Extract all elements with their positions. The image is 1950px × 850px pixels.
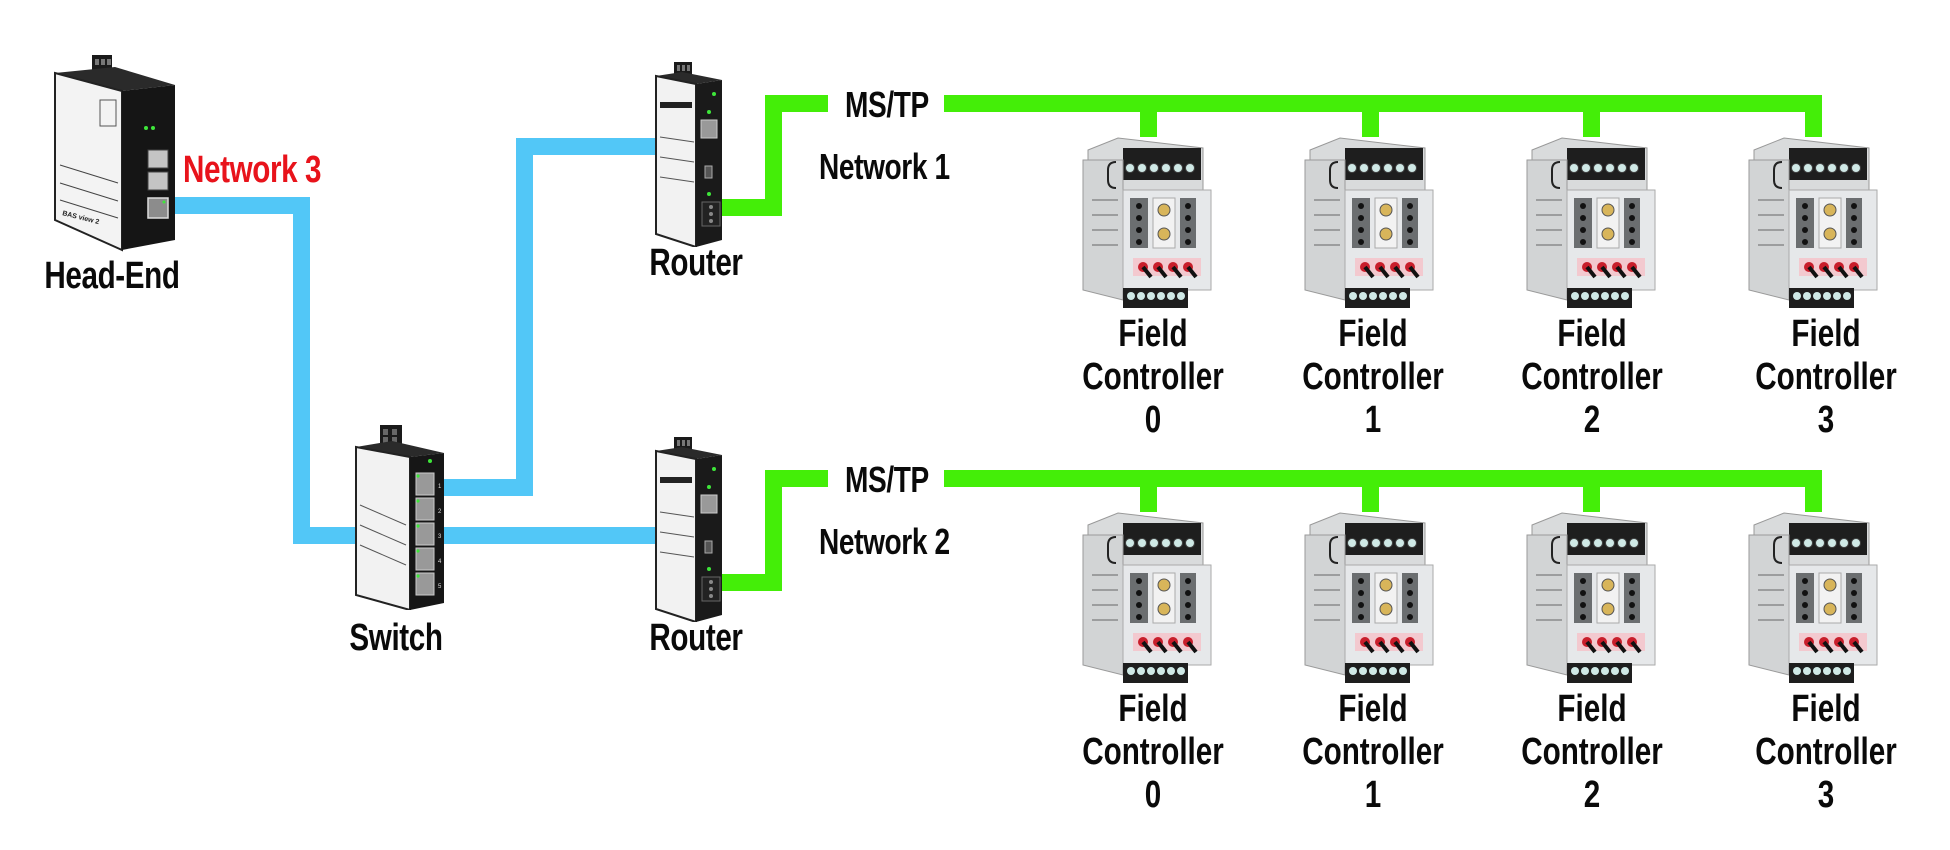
network-3-label: Network 3 xyxy=(183,149,322,191)
switch-label: Switch xyxy=(349,617,443,659)
wire-drop-fc1-1 xyxy=(1362,95,1379,137)
fc-label-line2: Controller xyxy=(1082,356,1224,398)
wire-to-switch-lower xyxy=(293,527,363,544)
field-controller-2-1-label: Field Controller 1 xyxy=(1295,688,1451,817)
wire-mstp1-left xyxy=(765,95,828,112)
field-controller-2-2-device[interactable] xyxy=(1522,505,1657,685)
field-controller-1-3-device[interactable] xyxy=(1744,130,1879,310)
head-end-label: Head-End xyxy=(44,255,180,297)
wire-drop-fc1-3 xyxy=(1805,95,1822,137)
fc-label-line1: Field xyxy=(1791,688,1861,730)
fc-label-line1: Field xyxy=(1118,313,1188,355)
head-end-device[interactable]: BAS view 2 xyxy=(50,55,180,255)
wire-switch-to-router2 xyxy=(440,527,660,544)
svg-text:2: 2 xyxy=(438,509,442,515)
fc-label-number: 1 xyxy=(1364,399,1382,441)
fc-label-line2: Controller xyxy=(1302,731,1444,773)
field-controller-1-2-device[interactable] xyxy=(1522,130,1657,310)
network-2-label: Network 2 xyxy=(819,521,950,562)
network-1-label: Network 1 xyxy=(819,146,950,187)
fc-label-number: 2 xyxy=(1583,774,1601,816)
fc-label-line1: Field xyxy=(1338,313,1408,355)
field-controller-2-1-device[interactable] xyxy=(1300,505,1435,685)
field-controller-2-3-device[interactable] xyxy=(1744,505,1879,685)
fc-label-line1: Field xyxy=(1791,313,1861,355)
fc-label-number: 3 xyxy=(1817,774,1835,816)
router-2-device[interactable] xyxy=(652,437,727,624)
wire-mstp2-bus xyxy=(944,470,1822,487)
wire-mstp2-left xyxy=(765,470,828,487)
fc-label-line1: Field xyxy=(1557,688,1627,730)
wire-mstp1-bus xyxy=(944,95,1822,112)
field-controller-1-2-label: Field Controller 2 xyxy=(1514,313,1670,442)
fc-label-number: 0 xyxy=(1144,399,1162,441)
svg-text:5: 5 xyxy=(438,584,442,590)
wire-drop-fc2-3 xyxy=(1805,470,1822,512)
field-controller-2-2-label: Field Controller 2 xyxy=(1514,688,1670,817)
wire-drop-fc1-2 xyxy=(1583,95,1600,137)
fc-label-line1: Field xyxy=(1338,688,1408,730)
wire-router2-vertical xyxy=(765,470,782,591)
svg-text:3: 3 xyxy=(438,534,442,540)
wire-headend-horizontal xyxy=(172,197,310,214)
switch-device-icon: 1 2 3 4 5 xyxy=(355,425,444,612)
head-end-device-icon: BAS view 2 xyxy=(54,55,175,252)
field-controller-1-3-label: Field Controller 3 xyxy=(1748,313,1904,442)
wire-switch-to-router1-top xyxy=(516,138,661,155)
fc-label-line1: Field xyxy=(1557,313,1627,355)
fc-label-number: 1 xyxy=(1364,774,1382,816)
router-2-label: Router xyxy=(649,617,743,659)
wire-drop-fc2-0 xyxy=(1140,470,1157,512)
wire-switch-to-router1-horizontal xyxy=(440,479,533,496)
fc-label-line2: Controller xyxy=(1755,731,1897,773)
field-controller-1-0-label: Field Controller 0 xyxy=(1075,313,1231,442)
field-controller-1-1-device[interactable] xyxy=(1300,130,1435,310)
fc-label-line2: Controller xyxy=(1082,731,1224,773)
fc-label-number: 0 xyxy=(1144,774,1162,816)
wire-drop-fc2-1 xyxy=(1362,470,1379,512)
router-1-label: Router xyxy=(649,242,743,284)
fc-label-line1: Field xyxy=(1118,688,1188,730)
mstp-1-label: MS/TP xyxy=(845,84,929,125)
router-1-device[interactable] xyxy=(652,62,727,249)
field-controller-2-3-label: Field Controller 3 xyxy=(1748,688,1904,817)
fc-label-line2: Controller xyxy=(1521,356,1663,398)
field-controller-1-0-device[interactable] xyxy=(1078,130,1213,310)
svg-text:1: 1 xyxy=(438,484,442,490)
fc-label-number: 3 xyxy=(1817,399,1835,441)
fc-label-line2: Controller xyxy=(1755,356,1897,398)
router-1-device-icon xyxy=(655,62,722,249)
mstp-2-label: MS/TP xyxy=(845,459,929,500)
switch-device[interactable]: 1 2 3 4 5 xyxy=(352,425,447,612)
fc-label-line2: Controller xyxy=(1521,731,1663,773)
wire-drop-fc1-0 xyxy=(1140,95,1157,137)
wire-drop-fc2-2 xyxy=(1583,470,1600,512)
fc-label-line2: Controller xyxy=(1302,356,1444,398)
field-controller-1-1-label: Field Controller 1 xyxy=(1295,313,1451,442)
field-controller-2-0-label: Field Controller 0 xyxy=(1075,688,1231,817)
wire-switch-to-router1-vertical xyxy=(516,138,533,496)
router-2-device-icon xyxy=(655,437,722,624)
wire-router1-vertical xyxy=(765,95,782,216)
svg-text:4: 4 xyxy=(438,559,442,565)
field-controller-2-0-device[interactable] xyxy=(1078,505,1213,685)
fc-label-number: 2 xyxy=(1583,399,1601,441)
wire-headend-vertical xyxy=(293,197,310,543)
